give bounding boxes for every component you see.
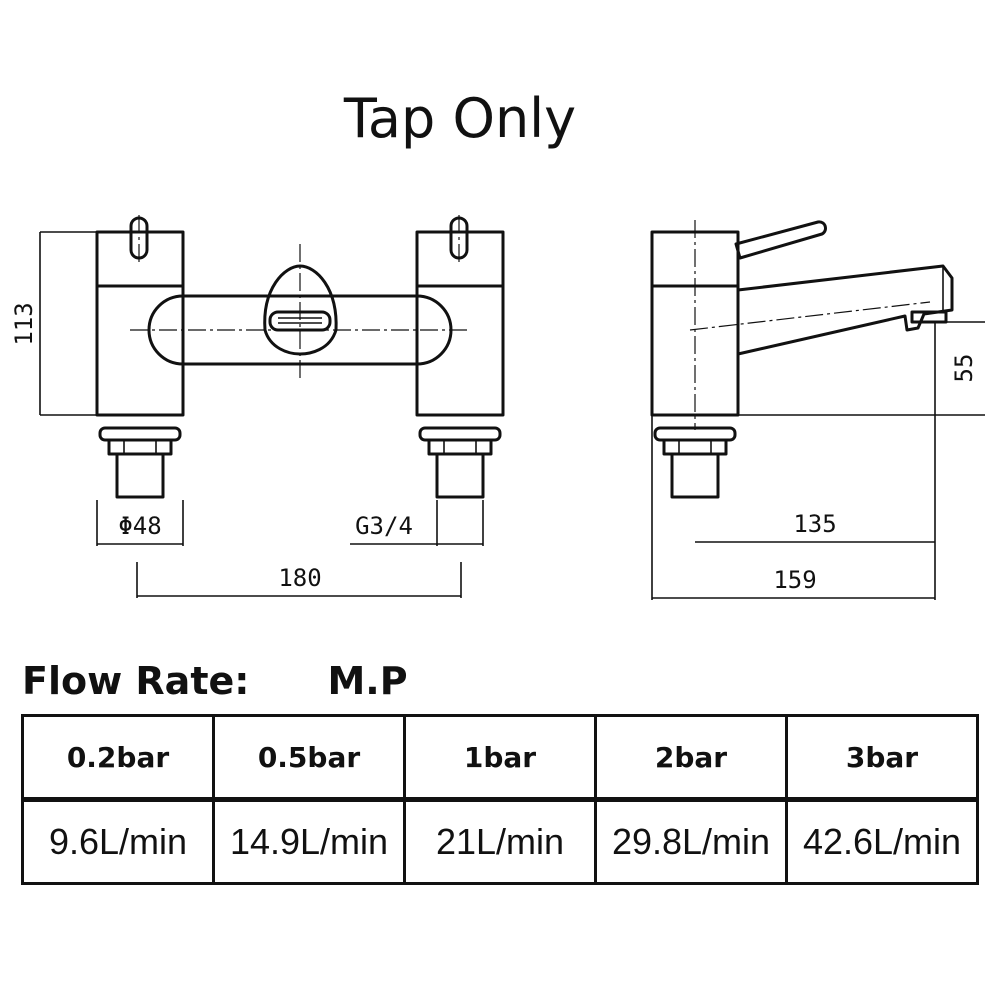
side-spout-centerline [689,301,931,331]
right-inlet-tail [435,452,485,499]
dim-159-label: 159 [773,566,816,594]
pressure-header: 0.5bar [212,714,406,802]
pressure-header: 1bar [403,714,597,802]
right-base-washer [418,426,502,442]
side-base-nut [662,438,728,456]
flow-table-value-row: 9.6L/min 14.9L/min 21L/min 29.8L/min 42.… [21,798,979,885]
side-view: 55 135 159 [650,220,985,600]
left-inlet-tail [115,452,165,499]
tap-technical-drawing: 113 Φ48 G3/4 180 [10,215,985,600]
flow-rate-label: Flow Rate: [22,659,250,703]
pressure-label: M.P [327,659,408,703]
pressure-header: 0.2bar [21,714,215,802]
dim-135-label: 135 [793,510,836,538]
side-spout-aerator [910,310,948,324]
left-base-washer [98,426,182,442]
side-lever-handle [734,220,827,260]
flow-value-cell: 21L/min [403,798,597,885]
flow-value-cell: 14.9L/min [212,798,406,885]
flow-rate-header: Flow Rate: M.P [22,656,408,706]
flow-value-cell: 29.8L/min [594,798,788,885]
dim-55-label: 55 [950,354,978,383]
spout-dome [263,264,338,356]
flow-value-cell: 9.6L/min [21,798,215,885]
side-spout [736,264,954,356]
pressure-header: 2bar [594,714,788,802]
pressure-header: 3bar [785,714,979,802]
flow-table-header-row: 0.2bar 0.5bar 1bar 2bar 3bar [21,714,979,802]
side-inlet-tail [670,452,720,499]
flow-value-cell: 42.6L/min [785,798,979,885]
left-base-nut [107,438,173,456]
dim-180-label: 180 [278,564,321,592]
dim-113-label: 113 [10,302,38,345]
right-column-body [415,230,505,417]
left-column-body [95,230,185,417]
front-view: 113 Φ48 G3/4 180 [10,215,505,598]
flow-rate-table: 0.2bar 0.5bar 1bar 2bar 3bar 9.6L/min 14… [21,714,979,885]
dim-g34-label: G3/4 [355,512,413,540]
dim-phi48-label: Φ48 [118,512,161,540]
diagram-title: Tap Only [343,87,577,150]
right-base-nut [427,438,493,456]
